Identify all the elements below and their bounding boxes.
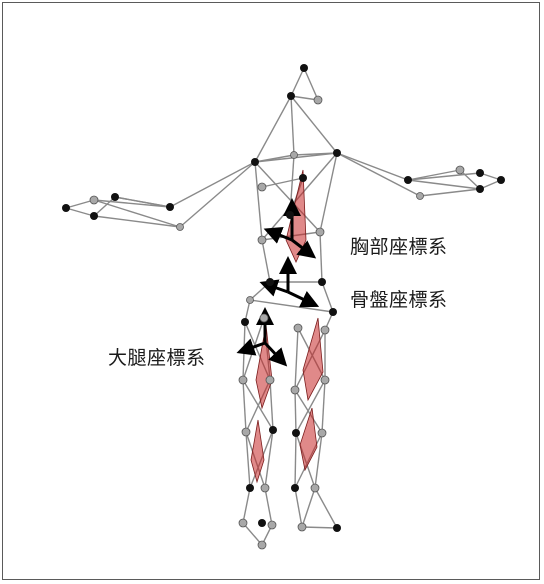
chest-coordinate-label: 胸部座標系 bbox=[350, 232, 448, 259]
right-shank-segment-arrow bbox=[300, 408, 317, 470]
markers-light bbox=[90, 96, 464, 549]
pelvis-coordinate-axes bbox=[268, 265, 311, 303]
pelvis-coordinate-label: 骨盤座標系 bbox=[350, 285, 448, 312]
left-shank-segment-arrow bbox=[251, 420, 264, 482]
thigh-coordinate-label: 大腿座標系 bbox=[108, 343, 206, 370]
